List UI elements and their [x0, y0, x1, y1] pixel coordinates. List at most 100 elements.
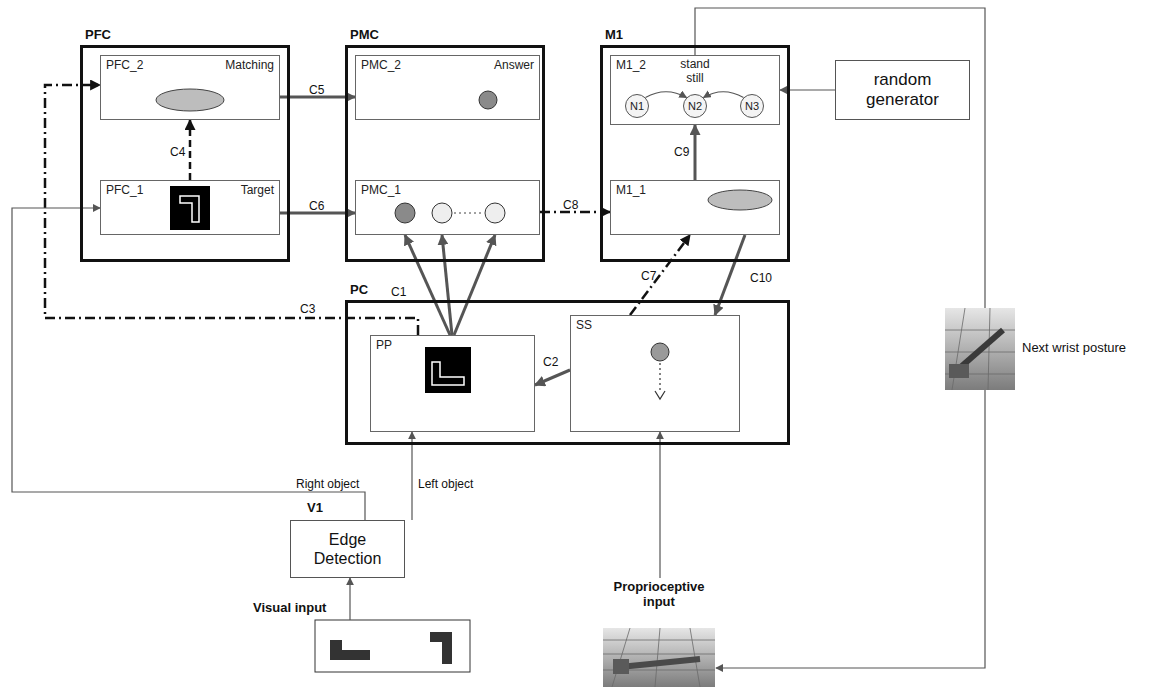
- connector-arrow: [694, 125, 697, 180]
- dotted-arrow: [659, 363, 660, 393]
- connector-label-holder: C9: [674, 142, 689, 160]
- node-label: N3: [745, 100, 759, 113]
- connector-arrow: [695, 8, 985, 308]
- connector-arrow: [716, 390, 985, 668]
- layer-box: M1_2 stand stillN1 N2 N3: [610, 55, 780, 125]
- neuron-ellipsis: [454, 213, 483, 214]
- node-label: N2: [688, 100, 702, 113]
- connector-label-holder: C7: [641, 266, 656, 284]
- connector-arrow: [715, 235, 745, 315]
- connector-label: C7: [641, 269, 656, 283]
- connector-arrow: [189, 120, 192, 180]
- connector-group: [12, 8, 985, 668]
- layer-box: PMC_2Answer: [355, 55, 540, 120]
- right-object-shape: [430, 632, 452, 664]
- node-label: PMC: [350, 28, 379, 43]
- node-label: M1_1: [616, 184, 646, 198]
- node-label: PFC_2: [106, 59, 143, 73]
- node-label: Next wrist posture: [1022, 341, 1126, 356]
- layer-box: PFC_1Target: [100, 180, 280, 235]
- connector-label: C10: [750, 271, 772, 285]
- connector-label: C4: [170, 145, 185, 159]
- node-label: PFC: [85, 28, 111, 43]
- connector-label: C9: [674, 145, 689, 159]
- process-box: random generator: [835, 60, 970, 120]
- shape-outline: [432, 362, 464, 385]
- input-image: Visual input: [315, 620, 470, 672]
- node-label: Answer: [494, 59, 534, 73]
- node-label: Edge Detection: [298, 530, 398, 568]
- connector-label-holder: C10: [750, 268, 772, 286]
- brain-area-box: PMCPMC_2AnswerPMC_1: [345, 45, 545, 262]
- node-label: N1: [630, 100, 644, 113]
- node-label: Visual input: [253, 601, 326, 616]
- node-label: PC: [350, 283, 368, 298]
- connector-arrow: [12, 208, 365, 520]
- connector-label-holder: C1: [391, 282, 406, 300]
- brain-area-box: M1M1_2stand stillN1N2N3M1_1: [600, 45, 790, 262]
- output-image: Next wrist posture: [945, 308, 1015, 390]
- connector-label: Left object: [418, 477, 473, 491]
- node-label: Matching: [225, 59, 274, 73]
- connector-label-holder: C2: [543, 352, 558, 370]
- layer-box: PP: [370, 335, 535, 432]
- node-label: PP: [376, 339, 392, 353]
- posture-neuron: [651, 343, 669, 361]
- wrist-block: [949, 364, 969, 378]
- node-label: SS: [576, 319, 592, 333]
- visual-input-image: [315, 620, 470, 672]
- neuron-circle: N2: [683, 94, 707, 118]
- connector-label: Right object: [296, 477, 359, 491]
- answer-neuron: [479, 91, 497, 109]
- connector-label: C2: [543, 355, 558, 369]
- connector-label-holder: C3: [300, 299, 315, 317]
- connector-label-holder: C6: [309, 196, 324, 214]
- connector-arrow: [535, 370, 570, 385]
- connector-label: C1: [391, 285, 406, 299]
- layer-box: PMC_1: [355, 180, 540, 235]
- wrist-block: [613, 659, 629, 674]
- connector-label-holder: Left object: [418, 474, 473, 492]
- node-label: M1: [605, 28, 623, 43]
- neuron-circle: N1: [625, 94, 649, 118]
- connector-arrow: [659, 432, 660, 578]
- connector-label: C6: [309, 199, 324, 213]
- dotted-arrow-head: [655, 391, 665, 399]
- node-label: Proprioceptive input: [607, 580, 711, 610]
- brain-area-box: PCPPSS: [345, 300, 790, 445]
- shape-icon: [425, 347, 471, 393]
- wrist-posture-image: [945, 308, 1015, 390]
- node-label: V1: [307, 501, 323, 516]
- connector-label-holder: Right object: [296, 474, 359, 492]
- connector-label: C8: [563, 198, 578, 212]
- node-label: random generator: [847, 70, 959, 111]
- activity-ellipse: [156, 89, 224, 111]
- node-label: PFC_1: [106, 184, 143, 198]
- neuron-circle: N3: [740, 94, 764, 118]
- connector-arrow: [630, 235, 690, 315]
- connector-arrow: [454, 235, 495, 335]
- neuron-circle: [432, 203, 452, 223]
- node-label: stand still: [673, 58, 717, 86]
- brain-area-box: PFCPFC_2MatchingPFC_1Target: [80, 45, 290, 262]
- node-label: PMC_1: [361, 184, 401, 198]
- connector-label: C5: [309, 83, 324, 97]
- connector-arrow: [349, 578, 350, 620]
- layer-box: PFC_2 Matching: [100, 55, 280, 120]
- connector-arrow: [442, 235, 452, 335]
- connector-arrow: [703, 92, 743, 98]
- neuron-circle: [485, 203, 505, 223]
- connector-arrow: [45, 85, 418, 335]
- target-icon: [170, 186, 210, 230]
- node-label: M1_2: [616, 59, 646, 73]
- floor-grid: [603, 628, 715, 687]
- input-image: Proprioceptive input: [602, 578, 716, 688]
- target-shape: [180, 196, 199, 222]
- arm-rod: [620, 659, 700, 667]
- layer-box: SS: [570, 315, 740, 432]
- connector-label: C3: [300, 302, 315, 316]
- left-object-shape: [330, 640, 370, 660]
- proprioceptive-image: [603, 628, 715, 687]
